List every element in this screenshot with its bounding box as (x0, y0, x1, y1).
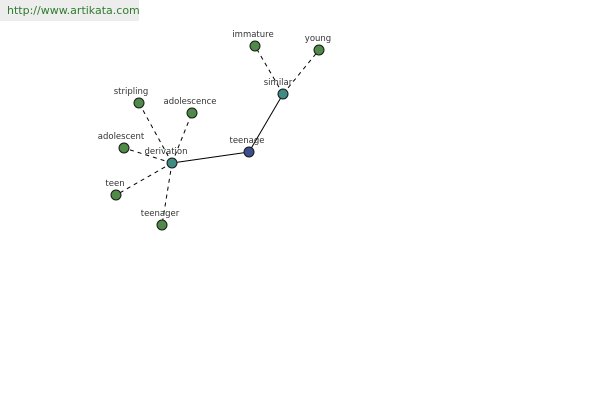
node-derivation[interactable]: derivation (144, 147, 188, 169)
node-label: derivation (144, 147, 187, 157)
node-label: teenager (141, 209, 180, 219)
node-immature[interactable]: immature (232, 30, 274, 52)
node-adolescent[interactable]: adolescent (98, 132, 145, 154)
node-young[interactable]: young (305, 34, 331, 56)
node-dot[interactable] (156, 219, 168, 231)
edge-derivation-teen (115, 162, 173, 196)
node-dot[interactable] (277, 88, 289, 100)
edge-similar-young (282, 49, 320, 95)
node-teen[interactable]: teen (105, 179, 125, 201)
node-label: teen (105, 179, 124, 189)
edge-derivation-stripling (138, 102, 173, 164)
node-dot[interactable] (313, 44, 325, 56)
edge-derivation-teenager (161, 162, 173, 226)
edge-derivation-adolescence (171, 112, 193, 164)
node-dot[interactable] (243, 146, 255, 158)
node-similar[interactable]: similar (264, 78, 293, 100)
node-dot[interactable] (118, 142, 130, 154)
edge-derivation-adolescent (123, 147, 173, 164)
node-label: adolescent (98, 132, 145, 142)
edge-similar-immature (254, 45, 284, 95)
edges-layer (115, 45, 320, 226)
source-url-link[interactable]: http://www.artikata.com (0, 0, 140, 21)
node-teenager[interactable]: teenager (141, 209, 180, 231)
node-stripling[interactable]: stripling (114, 87, 149, 109)
node-label: young (305, 34, 331, 44)
edge-teenage-derivation (171, 151, 250, 164)
node-label: similar (264, 78, 293, 88)
node-label: adolescence (163, 97, 216, 107)
node-dot[interactable] (186, 107, 198, 119)
nodes-layer: teenage similar derivation immature young str… (98, 30, 331, 231)
node-label: teenage (229, 136, 264, 146)
node-dot[interactable] (249, 40, 261, 52)
edge-teenage-similar (248, 93, 284, 153)
node-teenage[interactable]: teenage (229, 136, 265, 158)
node-adolescence[interactable]: adolescence (163, 97, 217, 119)
node-label: immature (232, 30, 273, 40)
node-dot[interactable] (166, 157, 178, 169)
node-dot[interactable] (110, 189, 122, 201)
node-label: stripling (114, 87, 149, 97)
node-dot[interactable] (133, 97, 145, 109)
